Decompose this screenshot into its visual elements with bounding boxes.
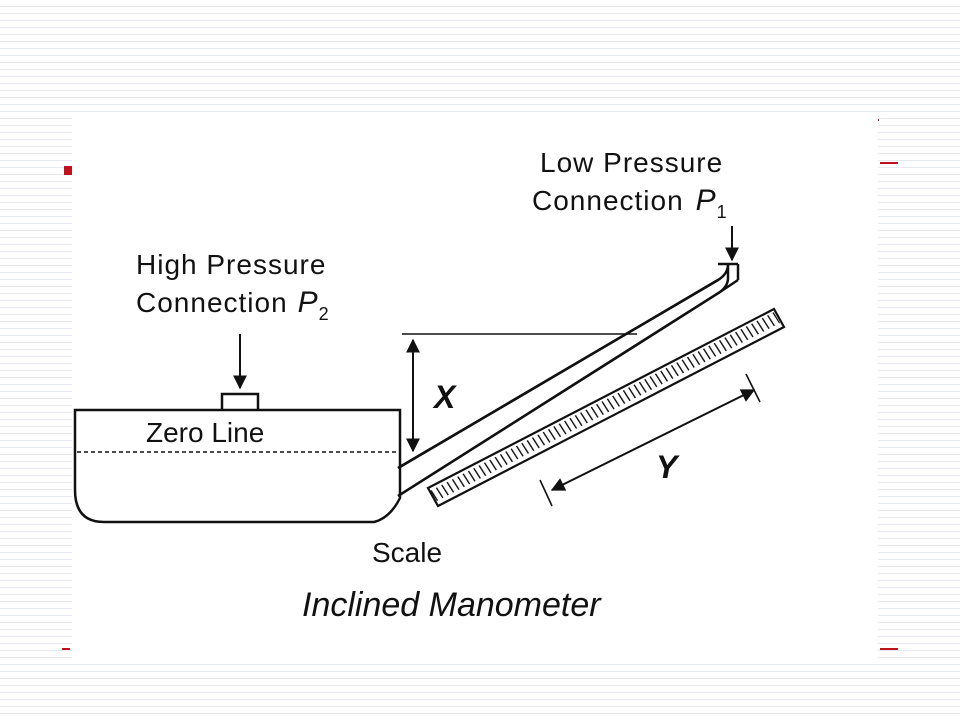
inclined-tube-wall bbox=[397, 278, 719, 470]
high-pressure-symbol: P bbox=[298, 286, 319, 319]
red-accent-line-top-right bbox=[880, 162, 898, 164]
high-pressure-subscript: 2 bbox=[319, 304, 330, 324]
red-bullet-marker bbox=[64, 166, 72, 175]
zero-line-label: Zero Line bbox=[146, 417, 264, 448]
high-pressure-label-line1: High Pressure bbox=[136, 249, 326, 280]
diagram-caption: Inclined Manometer bbox=[302, 586, 602, 624]
graduated-scale bbox=[426, 307, 786, 508]
low-pressure-label-line2: Connection P1 bbox=[532, 184, 728, 222]
tube-top-end-lower bbox=[719, 278, 739, 294]
high-pressure-stub bbox=[220, 392, 260, 410]
low-pressure-connection-text: Connection bbox=[532, 185, 684, 216]
scale-label: Scale bbox=[372, 537, 442, 568]
reservoir bbox=[73, 408, 402, 524]
red-accent-dash-bottom-left bbox=[62, 648, 70, 650]
x-dimension-label: X bbox=[432, 379, 457, 415]
y-dimension-label: Y bbox=[656, 449, 680, 485]
low-pressure-label-line1: Low Pressure bbox=[540, 147, 723, 178]
low-pressure-subscript: 1 bbox=[717, 202, 728, 222]
high-pressure-connection-text: Connection bbox=[136, 287, 288, 318]
y-extension-lower bbox=[539, 479, 553, 507]
red-accent-line-bottom-right bbox=[880, 648, 898, 650]
low-pressure-symbol: P bbox=[696, 184, 717, 217]
high-pressure-label-line2: Connection P2 bbox=[136, 286, 330, 324]
y-extension-upper bbox=[745, 373, 761, 403]
y-dimension-arrow bbox=[550, 389, 756, 491]
